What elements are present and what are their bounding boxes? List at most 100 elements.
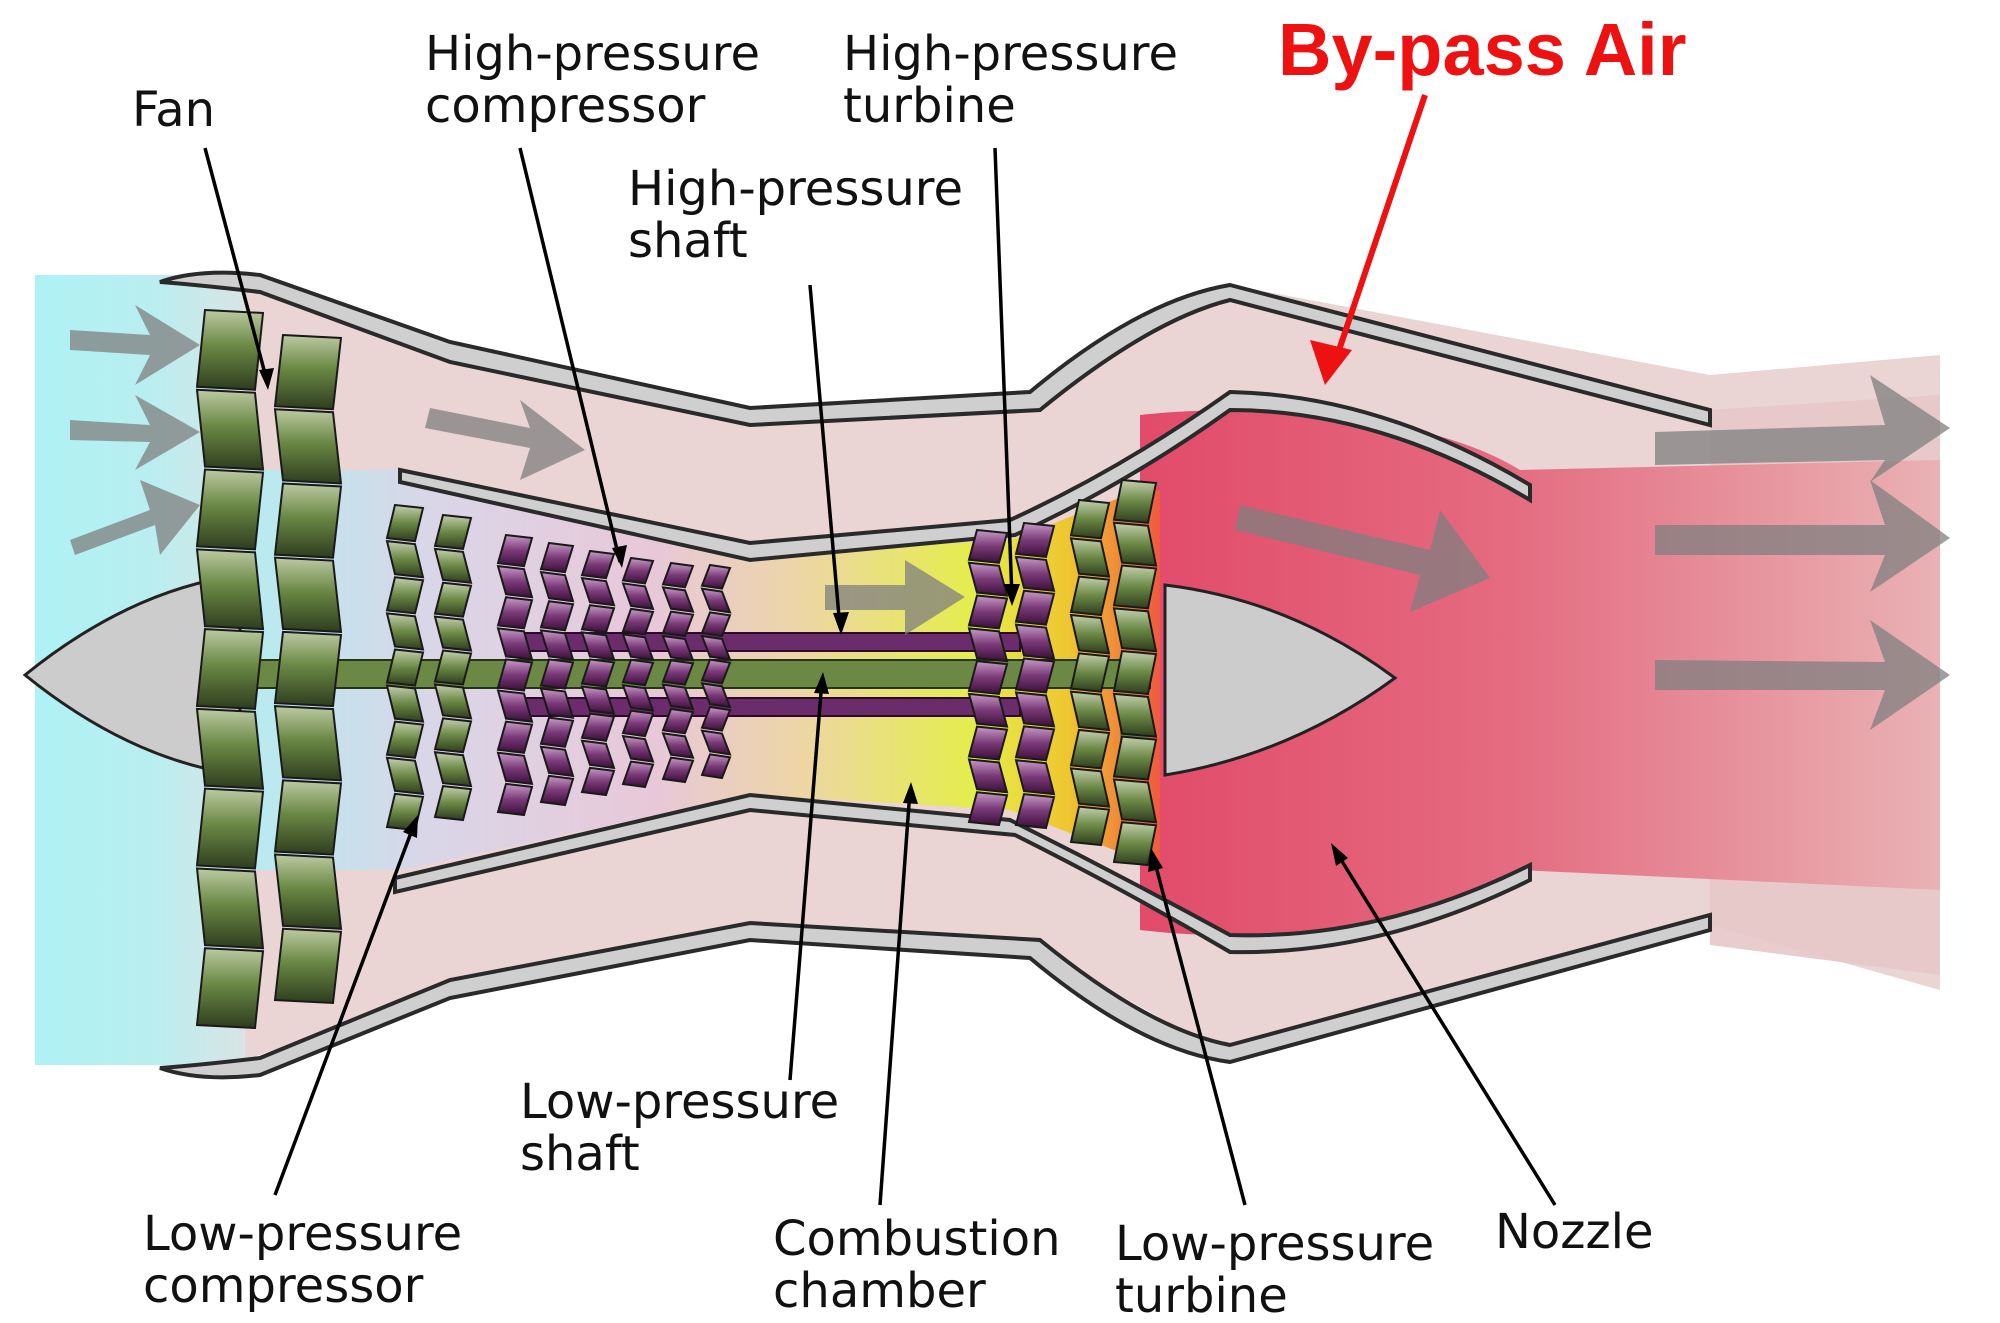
arrowhead-hp-compressor [612, 545, 627, 568]
hp-compressor-stage-4-segment [621, 760, 655, 789]
lp-compressor-stage-1-segment [385, 576, 425, 615]
lp-compressor-stage-1 [385, 503, 425, 832]
hp-turbine-stage-1-segment [967, 791, 1009, 827]
lp-turbine-stage-2-segment [1112, 821, 1158, 867]
hp-compressor-stage-6-segment [700, 634, 732, 661]
hp-compressor-stage-1-segment [496, 627, 534, 661]
hp-turbine-stage-1-segment [967, 561, 1009, 597]
label-hp-shaft-line1: High-pressure [628, 161, 963, 217]
hp-compressor-stage-4-segment [621, 582, 655, 611]
hp-turbine-stage-2-segment [1014, 589, 1056, 626]
label-combustion-chamber: Combustion chamber [773, 1211, 1076, 1319]
hp-compressor-stage-3-segment [580, 766, 616, 797]
hp-compressor-stage-4-segment [621, 607, 655, 636]
label-lp-turbine: Low-pressure turbine [1115, 1216, 1449, 1323]
lp-compressor-stage-2-segment [433, 513, 473, 550]
hp-turbine-stage-1-segment [967, 528, 1009, 564]
fan-blade-stage-2-segment [273, 927, 343, 1005]
hp-turbine-stage-2 [1014, 521, 1056, 830]
label-lp-turbine-line2: turbine [1115, 1268, 1288, 1323]
arrowhead-nozzle [1331, 843, 1348, 866]
hp-compressor-stage-6 [700, 563, 732, 780]
hp-turbine-stage-1-segment [967, 627, 1009, 663]
label-lp-shaft-line1: Low-pressure [520, 1074, 839, 1130]
flow-arrow-icon [425, 400, 585, 480]
lp-compressor-stage-2-segment [433, 683, 473, 720]
lp-turbine-stage-1-segment [1069, 537, 1111, 578]
hp-compressor-stage-4-segment [621, 633, 655, 661]
label-lp-shaft: Low-pressure shaft [520, 1074, 854, 1182]
hp-compressor-stage-2-segment [539, 687, 575, 719]
lp-turbine-stage-2-segment [1112, 521, 1158, 567]
hp-turbine-stage-1-segment [967, 660, 1009, 695]
hp-compressor-stage-3-segment [580, 712, 616, 742]
hp-compressor-stage-4-segment [621, 658, 655, 687]
hp-compressor-stage-5-segment [661, 732, 695, 759]
lp-compressor-stage-2-segment [433, 581, 473, 618]
lp-compressor-stage-2-segment [433, 547, 473, 584]
hp-compressor-stage-4-segment [621, 709, 655, 738]
fan-blade-stage-1-segment [195, 308, 265, 391]
hp-compressor-stage-5-segment [661, 561, 695, 589]
flow-arrow-icon [1655, 375, 1950, 482]
label-combustion-line1: Combustion [773, 1211, 1060, 1267]
hp-turbine-stage-2-segment [1014, 691, 1056, 728]
flow-arrow-icon [1655, 480, 1950, 592]
hp-compressor-stage-1 [496, 533, 534, 817]
leader-hp-shaft [808, 284, 842, 629]
lp-turbine-stage-1-segment [1069, 613, 1111, 655]
lp-turbine-stage-2-segment [1112, 735, 1158, 781]
hp-compressor-stage-2-segment [539, 716, 575, 748]
hp-compressor-stage-5-segment [661, 610, 695, 638]
lp-turbine-stage-2-segment [1112, 778, 1158, 824]
label-fan: Fan [132, 82, 215, 138]
label-lp-compressor-line1: Low-pressure [143, 1206, 462, 1262]
label-bypass-air: By-pass Air [1278, 8, 1687, 91]
label-hp-turbine-line1: High-pressure [843, 26, 1178, 82]
hp-turbine-stage-2-segment [1014, 623, 1056, 660]
hp-compressor-stage-2-segment [539, 541, 575, 574]
hp-turbine-stage-2-segment [1014, 657, 1056, 694]
hp-compressor-stage-3 [580, 549, 616, 797]
lp-turbine-stage-1-segment [1069, 575, 1111, 617]
lp-compressor-stage-1-segment [385, 539, 425, 579]
hp-compressor-stage-6-segment [700, 658, 732, 685]
hp-compressor-stage-2 [539, 541, 575, 807]
hp-turbine-stage-2-segment [1014, 759, 1056, 796]
label-hp-compressor-line2: compressor [425, 78, 706, 134]
fan-blade-stage-1-segment [195, 548, 265, 631]
lp-turbine-stage-1-segment [1069, 652, 1111, 693]
lp-compressor-stage-2-segment [433, 615, 473, 652]
hp-compressor-stage-5 [661, 561, 695, 784]
flow-arrow-icon [70, 480, 200, 555]
hp-compressor-stage-2-segment [539, 629, 575, 661]
hp-compressor-stage-5-segment [661, 659, 695, 686]
hp-compressor-stage-3-segment [580, 739, 616, 770]
fan-blade-stage-2-segment [273, 705, 343, 782]
hp-compressor-stage-3-segment [580, 658, 616, 688]
outer-casing-lower [159, 912, 1712, 1080]
hp-turbine-stage-1 [967, 528, 1009, 827]
hp-compressor-stage-1-segment [496, 596, 534, 630]
fan-blade-stage-1-segment [195, 947, 265, 1030]
flow-arrow-icon [70, 395, 200, 470]
bypass-arrow-icon [1332, 94, 1428, 363]
low-pressure-shaft [249, 659, 1151, 689]
hp-compressor-stage-1-segment [496, 689, 534, 723]
hp-compressor-stage-6-segment [700, 753, 732, 780]
hp-compressor-stage-3-segment [580, 685, 616, 715]
label-hp-compressor-line1: High-pressure [425, 26, 760, 82]
fan-blade-stage-2-segment [273, 853, 343, 930]
lp-compressor-stage-2-segment [433, 717, 473, 754]
hp-compressor-stage-2-segment [539, 600, 575, 632]
hp-compressor-stage-6-segment [700, 587, 732, 614]
tail-cone [1163, 583, 1398, 777]
lp-compressor-stage-1-segment [385, 756, 425, 796]
fan-blade-stage-1-segment [195, 707, 265, 790]
fan-blade-stage-1 [195, 308, 265, 1030]
lp-turbine-stage-1-segment [1069, 805, 1111, 847]
label-lp-compressor: Low-pressure compressor [143, 1206, 477, 1314]
fan-blade-stage-2-segment [273, 630, 343, 708]
hp-compressor-stage-1-segment [496, 751, 534, 786]
lp-compressor-stage-2-segment [433, 785, 473, 822]
